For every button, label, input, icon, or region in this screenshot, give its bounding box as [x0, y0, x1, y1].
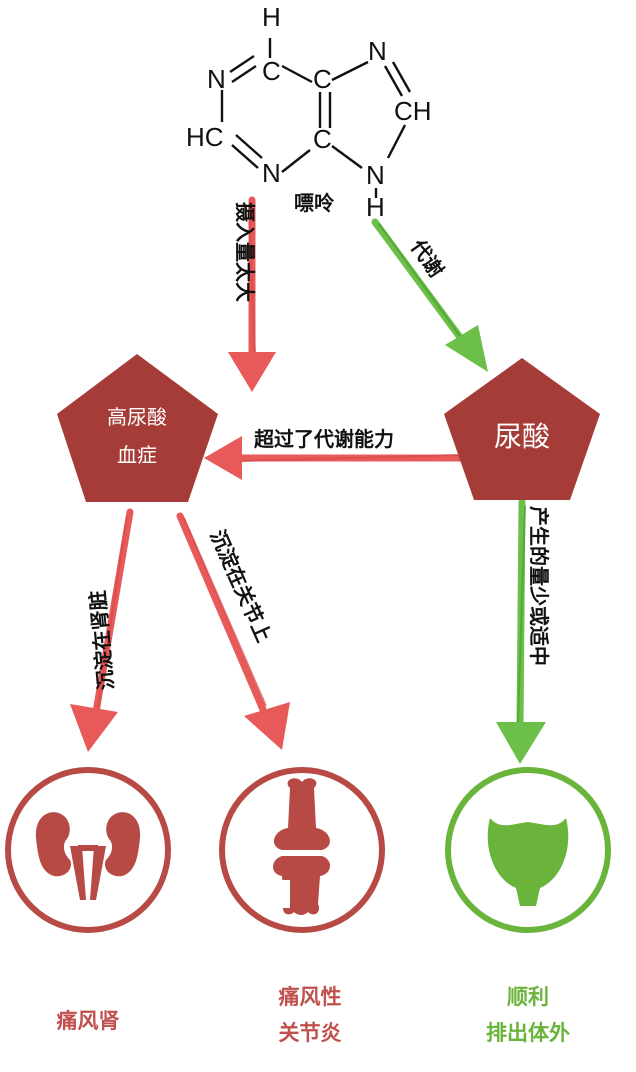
- joint-deposit-label: 沉淀在关节上: [205, 526, 276, 645]
- intake-arrow: [228, 196, 276, 392]
- atom-n-lower-right: N: [366, 160, 385, 190]
- atom-h-bottom: H: [366, 192, 385, 222]
- uric-acid-label: 尿酸: [494, 420, 550, 453]
- uric-acid-node: 尿酸: [444, 358, 600, 500]
- joint-outcome-line2: 关节炎: [279, 1021, 342, 1045]
- bladder-icon: [487, 818, 569, 906]
- purine-structure: [220, 38, 412, 198]
- joint-arrow: [176, 512, 290, 750]
- purine-atoms: H C N C N CH HC C N N H: [186, 2, 432, 222]
- joint-outcome: [219, 767, 385, 933]
- excrete-outcome-line2: 排出体外: [486, 1021, 570, 1045]
- kidney-outcome: [5, 767, 171, 933]
- kidney-outcome-label: 痛风肾: [57, 1009, 120, 1033]
- excretion-outcome: [445, 767, 611, 933]
- atom-ch-right: CH: [394, 96, 432, 126]
- joint-outcome-line1: 痛风性: [279, 985, 342, 1009]
- intake-label: 摄入量太大: [233, 202, 257, 302]
- atom-c-upper-mid: C: [313, 64, 332, 94]
- atom-n-bottom: N: [262, 158, 281, 188]
- hyperuricemia-line1: 高尿酸: [107, 405, 167, 429]
- atom-c-lower-mid: C: [313, 124, 332, 154]
- kidney-arrow: [70, 508, 134, 752]
- bone-joint-icon: [273, 778, 331, 915]
- kidney-icon: [35, 812, 141, 900]
- moderate-arrow: [496, 498, 546, 764]
- atom-hc-left: HC: [186, 122, 224, 152]
- purine-name: 嘌呤: [294, 191, 335, 215]
- exceed-arrow: [204, 436, 466, 480]
- excrete-outcome-line1: 顺利: [507, 985, 549, 1009]
- metabolism-arrow: [371, 218, 488, 372]
- atom-n-left: N: [207, 64, 226, 94]
- atom-c-top: C: [262, 56, 281, 86]
- hyperuricemia-node: 高尿酸 血症: [57, 354, 218, 502]
- exceed-label: 超过了代谢能力: [253, 427, 394, 451]
- atom-h-top: H: [262, 2, 281, 32]
- moderate-label: 产生的量少或适中: [527, 506, 551, 666]
- atom-n-upper-right: N: [368, 36, 387, 66]
- hyperuricemia-line2: 血症: [117, 443, 157, 467]
